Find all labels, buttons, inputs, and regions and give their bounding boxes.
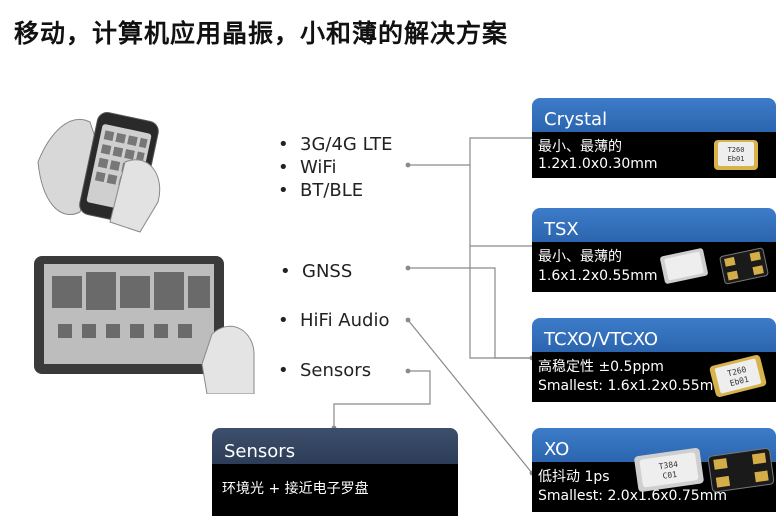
tsx-chip-image (660, 247, 769, 285)
tsx-line-2: 1.6x1.2x0.55mm (538, 268, 658, 284)
sensors-card-body: 环境光 + 接近电子罗盘 (212, 464, 458, 516)
xo-chip-image: T384 C01 (634, 447, 775, 493)
tcxo-card-body: 高稳定性 ±0.5ppm Smallest: 1.6x1.2x0.55mm T2… (532, 352, 776, 402)
svg-text:T260: T260 (728, 146, 745, 154)
bullet-label: GNSS (302, 261, 353, 282)
bullet-sensors: • Sensors (278, 360, 371, 381)
bullet-label: HiFi Audio (300, 310, 390, 331)
tsx-card: TSX 最小、最薄的 1.6x1.2x0.55mm (532, 208, 776, 292)
tsx-card-body: 最小、最薄的 1.6x1.2x0.55mm (532, 242, 776, 292)
bullet-dot: • (278, 360, 289, 381)
bullet-bt: • BT/BLE (278, 180, 363, 201)
crystal-chip-image: T260 Eb01 (714, 140, 758, 170)
xo-line-1: 低抖动 1ps (538, 469, 610, 485)
bullet-label: Sensors (300, 360, 372, 381)
bullet-dot: • (278, 310, 289, 331)
bullet-label: WiFi (300, 157, 337, 178)
svg-text:T384: T384 (658, 460, 679, 472)
svg-text:C01: C01 (662, 470, 678, 481)
svg-text:Eb01: Eb01 (728, 155, 745, 163)
crystal-card: Crystal 最小、最薄的 1.2x1.0x0.30mm T260 Eb01 (532, 98, 776, 178)
xo-line-2: Smallest: 2.0x1.6x0.75mm (538, 488, 727, 504)
smartphone-illustration (37, 112, 161, 233)
tcxo-card: TCXO/VTCXO 高稳定性 ±0.5ppm Smallest: 1.6x1.… (532, 318, 776, 402)
crystal-card-title: Crystal (532, 98, 776, 134)
bullet-label: 3G/4G LTE (300, 134, 393, 155)
tablet-illustration (34, 256, 255, 394)
tcxo-line-1: 高稳定性 ±0.5ppm (538, 359, 664, 375)
xo-card: XO 低抖动 1ps Smallest: 2.0x1.6x0.75mm T384… (532, 428, 776, 512)
bullet-wifi: • WiFi (278, 157, 336, 178)
sensors-card: Sensors 环境光 + 接近电子罗盘 (212, 428, 458, 516)
tcxo-card-title: TCXO/VTCXO (532, 318, 776, 354)
bullet-dot: • (278, 180, 289, 201)
tsx-card-title: TSX (532, 208, 776, 244)
bullet-dot: • (280, 261, 291, 282)
xo-card-body: 低抖动 1ps Smallest: 2.0x1.6x0.75mm T384 C0… (532, 447, 776, 512)
bullet-dot: • (278, 134, 289, 155)
sensors-card-title: Sensors (212, 428, 458, 468)
bullet-dot: • (278, 157, 289, 178)
tsx-line-1: 最小、最薄的 (538, 249, 622, 265)
bullet-lte: • 3G/4G LTE (278, 134, 393, 155)
crystal-card-body: 最小、最薄的 1.2x1.0x0.30mm T260 Eb01 (532, 132, 776, 178)
sensors-line-1: 环境光 + 接近电子罗盘 (222, 481, 369, 497)
tcxo-line-2: Smallest: 1.6x1.2x0.55mm (538, 378, 727, 394)
crystal-line-2: 1.2x1.0x0.30mm (538, 156, 658, 172)
tcxo-chip-image: T260 Eb01 (709, 355, 767, 397)
bullet-gnss: • GNSS (280, 261, 352, 282)
bullet-hifi: • HiFi Audio (278, 310, 389, 331)
crystal-line-1: 最小、最薄的 (538, 139, 622, 155)
bullet-label: BT/BLE (300, 180, 364, 201)
page-title: 移动，计算机应用晶振，小和薄的解决方案 (14, 19, 509, 48)
